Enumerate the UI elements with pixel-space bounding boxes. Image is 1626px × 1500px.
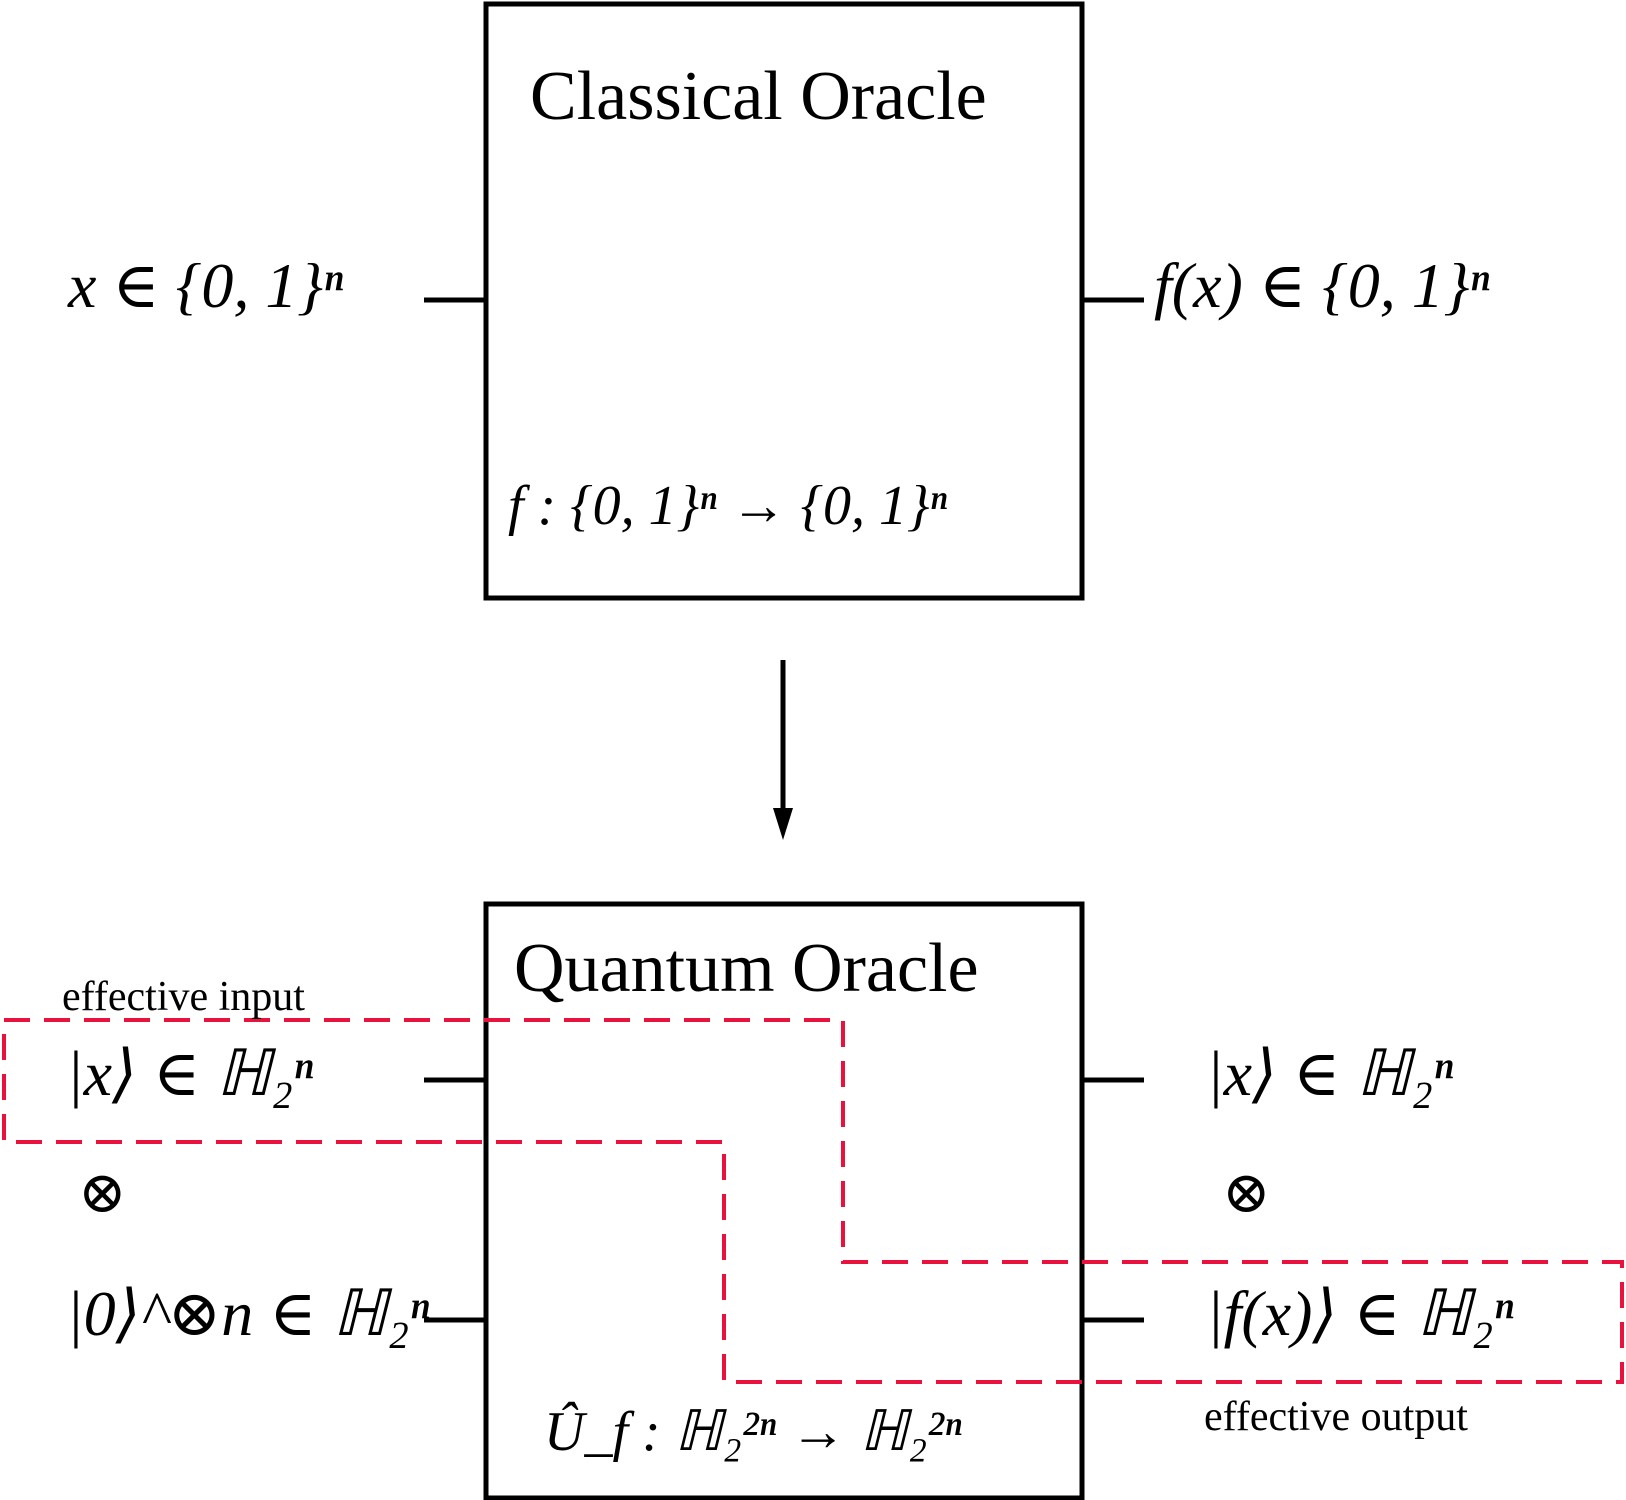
quantum-output-top-label: |x⟩ ∈ ℍ₂ⁿ: [1206, 1042, 1453, 1106]
quantum-input-top-text: |x⟩ ∈ ℍ₂ⁿ: [66, 1038, 314, 1109]
quantum-output-tensor: ⊗: [1222, 1160, 1271, 1225]
quantum-output-bottom-label: |f(x)⟩ ∈ ℍ₂ⁿ: [1206, 1282, 1514, 1346]
effective-output-label: effective output: [1204, 1394, 1468, 1440]
classical-oracle-title: Classical Oracle: [530, 58, 987, 135]
quantum-output-top-text: |x⟩ ∈ ℍ₂ⁿ: [1206, 1038, 1454, 1109]
quantum-output-bottom-text: |f(x)⟩ ∈ ℍ₂ⁿ: [1206, 1278, 1514, 1349]
classical-output-label: f(x) ∈ {0, 1}ⁿ: [1154, 254, 1490, 318]
classical-input-text: x ∈ {0, 1}ⁿ: [68, 250, 344, 321]
classical-output-text: f(x) ∈ {0, 1}ⁿ: [1154, 250, 1490, 321]
quantum-map-text: Û_f : ℍ₂²ⁿ → ℍ₂²ⁿ: [544, 1401, 962, 1463]
classical-input-label: x ∈ {0, 1}ⁿ: [68, 254, 343, 318]
classical-map-text: f : {0, 1}ⁿ → {0, 1}ⁿ: [508, 475, 948, 537]
quantum-map-label: Û_f : ℍ₂²ⁿ → ℍ₂²ⁿ: [544, 1404, 962, 1460]
quantum-input-bottom-label: |0⟩^⊗n ∈ ℍ₂ⁿ: [66, 1282, 429, 1346]
effective-input-region: [2, 1018, 1624, 1384]
effective-input-label: effective input: [62, 974, 305, 1020]
quantum-oracle-title: Quantum Oracle: [514, 930, 979, 1007]
classical-map-label: f : {0, 1}ⁿ → {0, 1}ⁿ: [508, 478, 947, 534]
quantum-input-tensor: ⊗: [78, 1160, 127, 1225]
quantum-oracle-box: [483, 901, 1085, 1500]
transform-arrow-head: [773, 808, 793, 840]
quantum-input-bottom-text: |0⟩^⊗n ∈ ℍ₂ⁿ: [66, 1278, 430, 1349]
quantum-input-top-label: |x⟩ ∈ ℍ₂ⁿ: [66, 1042, 313, 1106]
